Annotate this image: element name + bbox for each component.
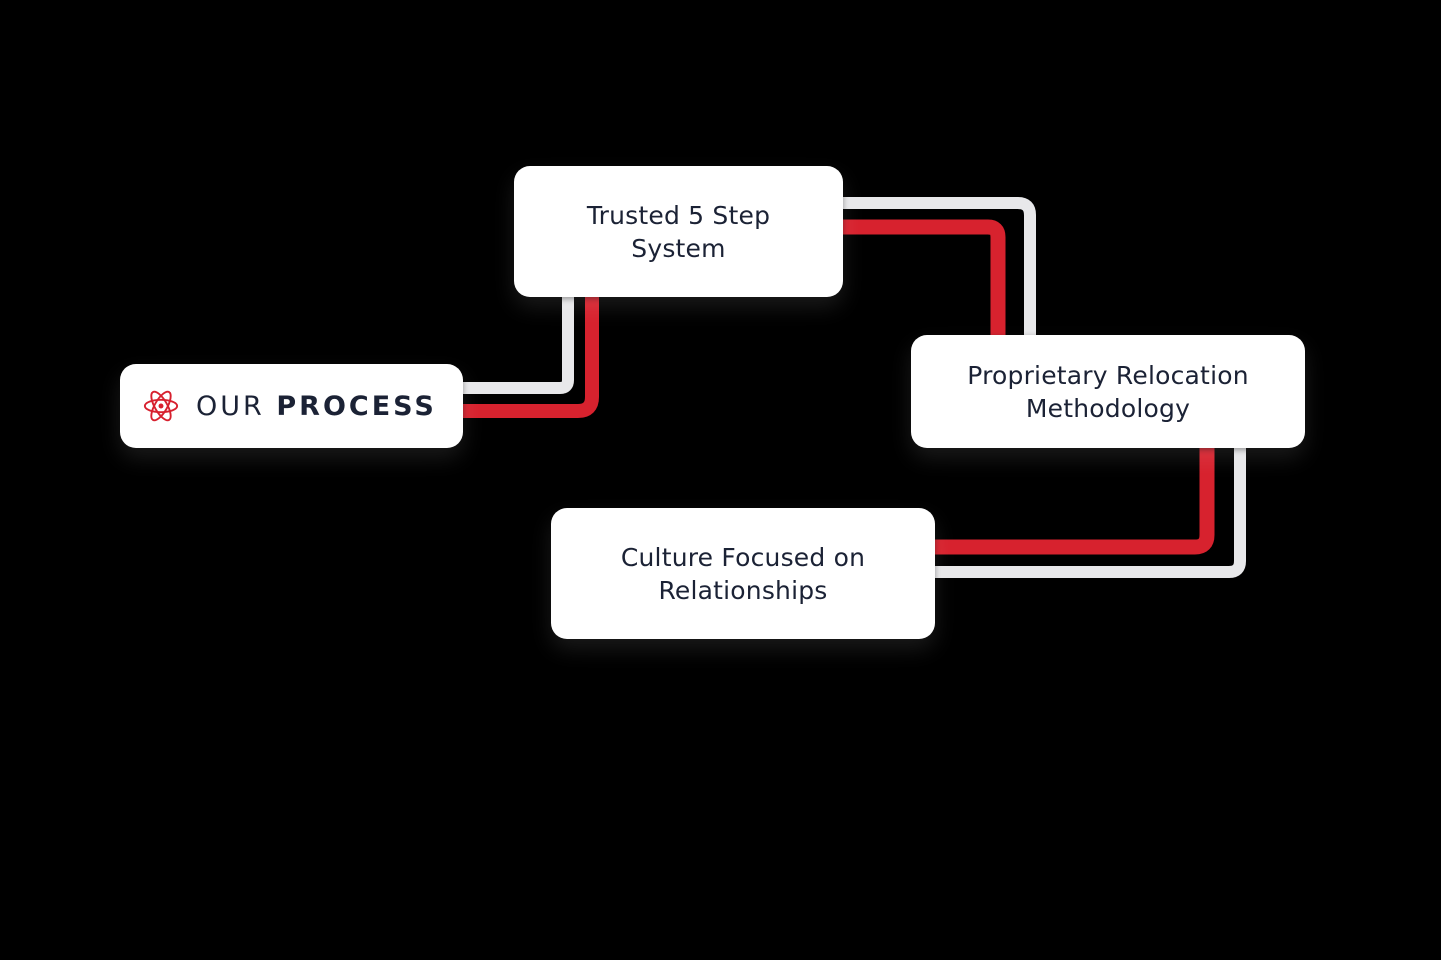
connector-trusted-to-proprietary-red — [842, 219, 1006, 336]
step-label: Proprietary Relocation Methodology — [967, 359, 1249, 425]
step-label: Trusted 5 Step System — [587, 199, 770, 265]
connector-process-to-trusted-red — [462, 296, 599, 418]
step-card-relocation-methodology: Proprietary Relocation Methodology — [911, 335, 1305, 448]
step-label-line2: System — [631, 233, 726, 263]
step-label-line2: Relationships — [658, 575, 828, 605]
step-label-line2: Methodology — [1025, 393, 1191, 423]
process-title-light: OUR — [196, 390, 277, 422]
step-label-line1: Trusted 5 Step — [586, 200, 771, 230]
step-card-trusted-system: Trusted 5 Step System — [514, 166, 843, 297]
step-card-culture-relationships: Culture Focused on Relationships — [551, 508, 935, 639]
process-start-card: OUR PROCESS — [120, 364, 463, 448]
process-title-bold: PROCESS — [276, 390, 437, 422]
atom-icon — [143, 390, 179, 422]
process-title: OUR PROCESS — [196, 390, 437, 423]
connector-proprietary-to-culture-light — [934, 447, 1246, 578]
connector-proprietary-to-culture-red — [934, 447, 1215, 555]
step-label-line1: Culture Focused on — [620, 542, 866, 572]
connector-trusted-to-proprietary-light — [842, 197, 1036, 336]
step-label: Culture Focused on Relationships — [621, 541, 865, 607]
connector-process-to-trusted-light — [462, 296, 574, 394]
step-label-line1: Proprietary Relocation — [967, 360, 1249, 390]
